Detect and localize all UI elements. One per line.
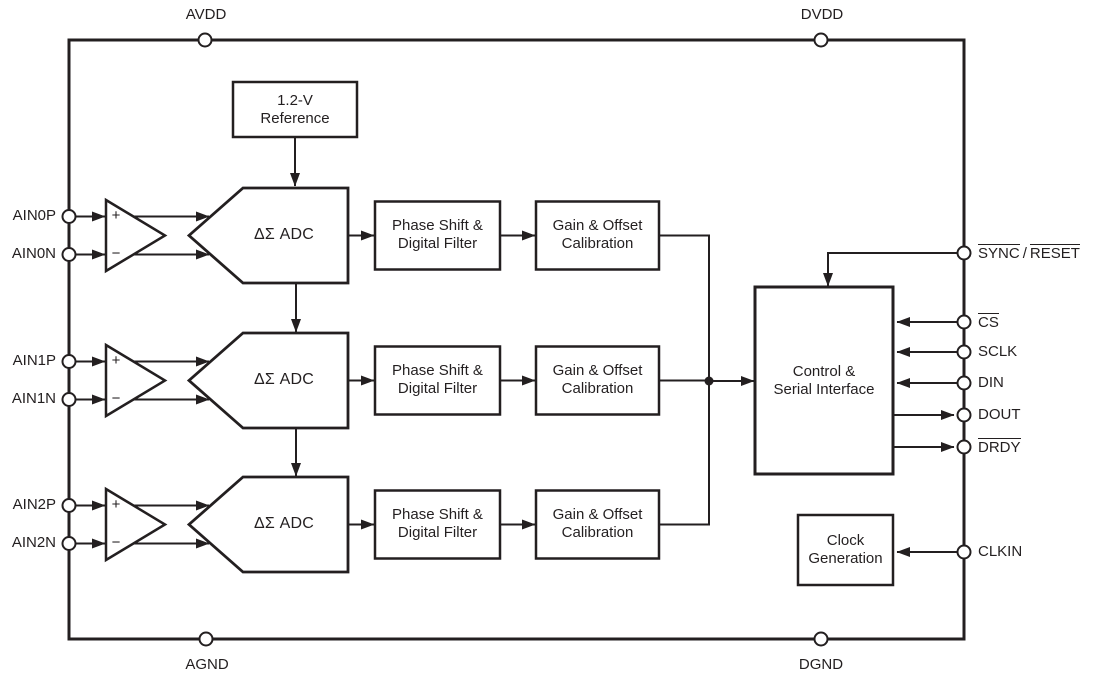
filter0-line1: Phase Shift &: [392, 217, 483, 234]
din-label: DIN: [978, 374, 1004, 391]
pin-sclk: [956, 344, 972, 360]
reference-line1: 1.2-V: [277, 91, 313, 109]
chip-outline: [67, 38, 966, 641]
filter1-line1: Phase Shift &: [392, 362, 483, 379]
adc2-label: ΔΣ ADC: [253, 515, 314, 532]
control-line1: Control &: [792, 362, 856, 380]
pin-dout: [956, 407, 972, 423]
reference-label: 1.2-V Reference: [233, 82, 357, 137]
pin-cs: [956, 314, 972, 330]
ain0n-label: AIN0N: [11, 245, 56, 262]
filter-box-2: [373, 489, 502, 560]
clock-line2: Generation: [808, 550, 883, 567]
pin-clkin: [956, 544, 972, 560]
control-box: [753, 285, 895, 476]
pin-dvdd: [813, 32, 829, 48]
cal0-line1: Gain & Offset: [552, 217, 643, 234]
pin-ain1n: [61, 392, 77, 407]
clock-box: [796, 513, 895, 587]
amp-triangle-1: [104, 342, 168, 419]
reference-box: [231, 80, 359, 139]
clkin-label: CLKIN: [978, 543, 1023, 560]
filter-box-1: [373, 345, 502, 416]
control-label: Control & Serial Interface: [755, 287, 893, 474]
cal2-line2: Calibration: [561, 524, 634, 541]
amp2-plus-sign: +: [111, 496, 121, 513]
adc-pentagon-2: [186, 475, 350, 574]
dout-label: DOUT: [978, 406, 1021, 423]
filter2-line2: Digital Filter: [397, 524, 478, 541]
cs-label: CS: [978, 313, 999, 332]
cal0-label: Gain & Offset Calibration: [536, 201, 659, 269]
pin-sync-reset: [956, 245, 972, 261]
filter1-label: Phase Shift & Digital Filter: [375, 346, 500, 414]
ain1p-label: AIN1P: [12, 352, 56, 369]
amp-triangle-2: [104, 486, 168, 563]
pin-dgnd: [813, 631, 829, 647]
cal2-line1: Gain & Offset: [552, 506, 643, 523]
junction-dot: [704, 376, 714, 386]
filter1-line2: Digital Filter: [397, 380, 478, 397]
ain2n-label: AIN2N: [11, 534, 56, 551]
drdy-label: DRDY: [978, 438, 1021, 457]
sync-label: SYNC: [978, 244, 1020, 262]
amp0-minus-sign: −: [111, 245, 121, 262]
adc-pentagon-1: [186, 331, 350, 430]
cal-box-1: [534, 345, 661, 416]
pin-agnd: [198, 631, 214, 647]
control-line2: Serial Interface: [773, 380, 875, 398]
amp-triangle-0: [104, 197, 168, 274]
channel-2: [76, 475, 661, 574]
adc0-label: ΔΣ ADC: [253, 226, 314, 243]
cal1-line2: Calibration: [561, 380, 634, 397]
channel-1: [76, 331, 661, 430]
sync-reset-label: SYNC/RESET: [978, 244, 1080, 263]
filter0-line2: Digital Filter: [397, 235, 478, 252]
clock-label: Clock Generation: [798, 515, 893, 585]
reference-line2: Reference: [260, 109, 330, 127]
pin-drdy: [956, 439, 972, 455]
sync-reset-slash: /: [1022, 245, 1027, 262]
filter2-label: Phase Shift & Digital Filter: [375, 490, 500, 558]
cal1-line1: Gain & Offset: [552, 362, 643, 379]
pin-ain2p: [61, 498, 77, 513]
reset-label: RESET: [1029, 244, 1080, 262]
amp2-minus-sign: −: [111, 534, 121, 551]
adc1-label: ΔΣ ADC: [253, 371, 314, 388]
ain2p-label: AIN2P: [12, 496, 56, 513]
pin-ain0p: [61, 209, 77, 224]
filter-box-0: [373, 200, 502, 271]
ain1n-label: AIN1N: [11, 390, 56, 407]
pin-ain2n: [61, 536, 77, 551]
adc-pentagon-0: [186, 186, 350, 285]
cal-box-0: [534, 200, 661, 271]
pin-ain1p: [61, 354, 77, 369]
cs-text: CS: [978, 313, 999, 331]
drdy-text: DRDY: [978, 438, 1021, 456]
ain0p-label: AIN0P: [12, 207, 56, 224]
pin-ain0n: [61, 247, 77, 262]
wire-cal2-to-bus: [659, 381, 710, 526]
cal-box-2: [534, 489, 661, 560]
wire-cal0-to-bus: [659, 234, 710, 381]
dgnd-label: DGND: [798, 656, 844, 673]
avdd-label: AVDD: [185, 6, 227, 23]
amp0-plus-sign: +: [111, 207, 121, 224]
pin-din: [956, 375, 972, 391]
amp1-minus-sign: −: [111, 390, 121, 407]
amp1-plus-sign: +: [111, 352, 121, 369]
pin-avdd: [197, 32, 213, 48]
cal0-line2: Calibration: [561, 235, 634, 252]
dvdd-label: DVDD: [800, 6, 844, 23]
clock-line1: Clock: [826, 532, 865, 549]
cal2-label: Gain & Offset Calibration: [536, 490, 659, 558]
agnd-label: AGND: [185, 656, 229, 673]
channel-0: [76, 186, 661, 285]
sclk-label: SCLK: [978, 343, 1018, 360]
cal1-label: Gain & Offset Calibration: [536, 346, 659, 414]
filter2-line1: Phase Shift &: [392, 506, 483, 523]
filter0-label: Phase Shift & Digital Filter: [375, 201, 500, 269]
wire-sync-reset: [823, 252, 957, 287]
